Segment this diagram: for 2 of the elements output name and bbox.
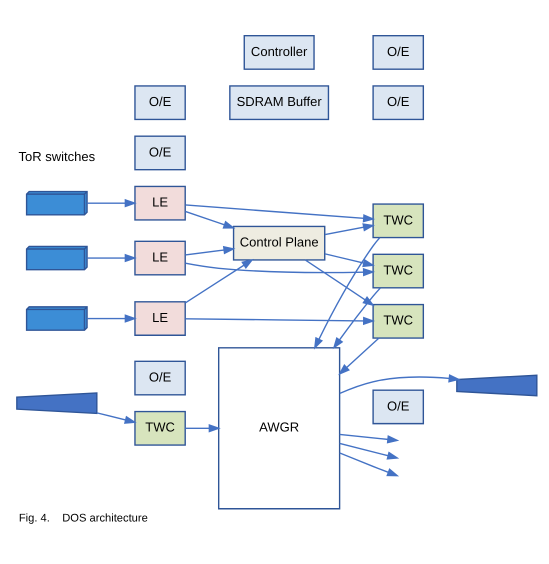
label: ToR switches [18, 149, 96, 164]
caption: Fig. 4. DOS architecture [18, 512, 148, 524]
